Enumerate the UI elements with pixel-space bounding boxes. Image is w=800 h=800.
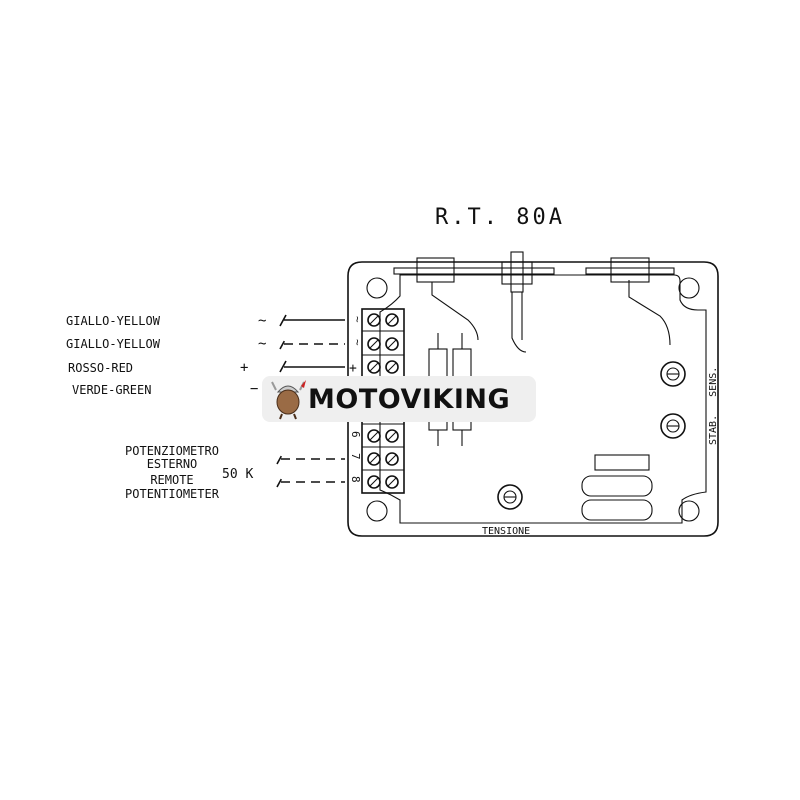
mounting-hole bbox=[678, 277, 700, 299]
pot-value: 50 K bbox=[222, 467, 253, 482]
board-outline bbox=[347, 261, 719, 537]
plus-symbol: + bbox=[240, 360, 248, 376]
pot-label-line: ESTERNO bbox=[147, 457, 198, 471]
terminal-label: ~ bbox=[351, 339, 364, 346]
stab-sens-label: STAB. SENS. bbox=[708, 367, 719, 445]
pot-label-line: REMOTE bbox=[150, 473, 193, 487]
terminal-label: 7 bbox=[349, 453, 362, 460]
mounting-hole bbox=[678, 500, 700, 522]
mounting-hole bbox=[366, 500, 388, 522]
terminal-screw[interactable] bbox=[367, 452, 381, 466]
terminal-screw[interactable] bbox=[385, 313, 399, 327]
wire-label-yellow-2: GIALLO-YELLOW bbox=[66, 337, 161, 351]
terminal-screw[interactable] bbox=[385, 337, 399, 351]
minus-symbol: − bbox=[250, 381, 258, 397]
terminal-screw[interactable] bbox=[385, 475, 399, 489]
pot-label-line: POTENTIOMETER bbox=[125, 487, 220, 501]
diagram-title: R.T. 80A bbox=[435, 205, 565, 230]
watermark-brand: MOTOVIKING bbox=[308, 383, 511, 415]
wire-label-red: ROSSO-RED bbox=[68, 361, 133, 375]
viking-mascot-icon bbox=[271, 380, 306, 420]
tensione-label: TENSIONE bbox=[482, 526, 530, 537]
trimmer-tensione[interactable] bbox=[497, 484, 523, 510]
terminal-screw[interactable] bbox=[367, 313, 381, 327]
watermark: MOTOVIKING bbox=[262, 376, 536, 422]
pot-label-line: POTENZIOMETRO bbox=[125, 444, 219, 458]
wires bbox=[276, 314, 345, 488]
trimmer-stab[interactable] bbox=[660, 361, 686, 387]
mounting-hole bbox=[366, 277, 388, 299]
terminal-label: ~ bbox=[351, 316, 364, 323]
ac-symbol: ~ bbox=[258, 336, 266, 352]
terminal-label: 6 bbox=[349, 431, 362, 438]
components bbox=[581, 454, 653, 521]
terminal-label: 8 bbox=[349, 476, 362, 483]
terminal-screw[interactable] bbox=[367, 475, 381, 489]
ac-symbol: ~ bbox=[258, 313, 266, 329]
trimmer-sens[interactable] bbox=[660, 413, 686, 439]
terminal-screw[interactable] bbox=[385, 429, 399, 443]
terminal-screw[interactable] bbox=[385, 360, 399, 374]
heatsink-bars bbox=[393, 251, 675, 353]
terminal-screw[interactable] bbox=[367, 337, 381, 351]
wire-label-yellow-1: GIALLO-YELLOW bbox=[66, 314, 161, 328]
terminal-label: + bbox=[349, 361, 357, 376]
wire-label-green: VERDE-GREEN bbox=[72, 383, 151, 397]
terminal-screw[interactable] bbox=[367, 429, 381, 443]
terminal-screw[interactable] bbox=[385, 452, 399, 466]
terminal-screw[interactable] bbox=[367, 360, 381, 374]
